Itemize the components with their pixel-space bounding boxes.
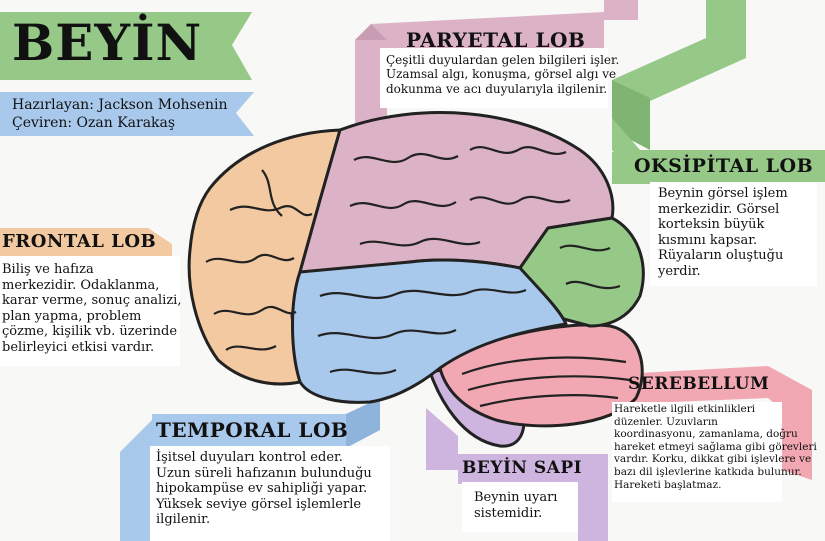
- cerebellum-ribbon: [622, 366, 812, 480]
- cerebellum-title: SEREBELLUM: [628, 374, 770, 394]
- temporal-ribbon: [120, 398, 380, 541]
- temporal-text: İşitsel duyuları kontrol eder. Uzun süre…: [156, 450, 372, 528]
- cerebellum-text: Hareketle ilgili etkinlikleri düzenler. …: [614, 403, 817, 491]
- temporal-title: TEMPORAL LOB: [156, 418, 349, 442]
- author-credit: Hazırlayan: Jackson Mohsenin: [12, 97, 228, 113]
- page-title: BEYİN: [12, 13, 203, 72]
- brain-illustration: [187, 111, 645, 448]
- brainstem-box: [462, 482, 578, 532]
- brainstem-ribbon: [426, 408, 608, 541]
- frontal-text: Biliş ve hafıza merkezidir. Odaklanma, k…: [2, 262, 182, 355]
- occipital-title: OKSİPİTAL LOB: [634, 155, 814, 177]
- credit-ribbon: [0, 92, 254, 136]
- parietal-text: Çeşitli duyulardan gelen bilgileri işler…: [386, 53, 620, 96]
- occipital-text: Beynin görsel işlem merkezidir. Görsel k…: [658, 186, 788, 279]
- frontal-title: FRONTAL LOB: [2, 231, 157, 252]
- translator-credit: Çeviren: Ozan Karakaş: [12, 115, 176, 131]
- cerebellum-box: [612, 402, 782, 502]
- brainstem-title: BEYİN SAPI: [462, 458, 583, 478]
- occipital-ribbon: [612, 0, 825, 286]
- title-ribbon: [0, 12, 252, 80]
- frontal-region: [187, 128, 342, 386]
- brainstem-text: Beynin uyarı sistemidir.: [474, 490, 558, 521]
- temporal-box: [150, 446, 390, 541]
- parietal-title: PARYETAL LOB: [406, 28, 586, 52]
- parietal-box: [380, 48, 608, 108]
- frontal-ribbon: [0, 228, 172, 268]
- frontal-box: [0, 256, 180, 366]
